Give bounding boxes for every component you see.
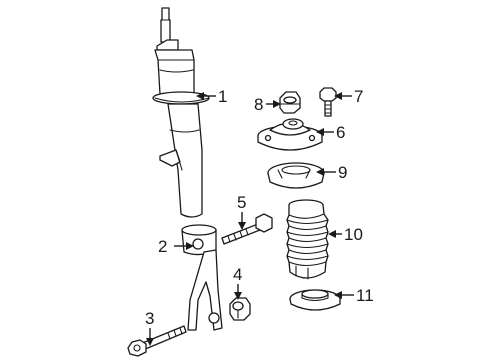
callout-10: 10	[344, 225, 363, 244]
callout-3: 3	[145, 309, 154, 328]
upper-mount[interactable]	[257, 118, 323, 151]
lower-bolt[interactable]	[127, 325, 187, 357]
upper-bolt[interactable]	[221, 213, 273, 245]
callout-labels: 1 2 3 4 5 6 7 8 9 10 11	[145, 87, 374, 328]
lower-nut[interactable]	[229, 297, 251, 321]
callout-8: 8	[254, 95, 263, 114]
spring-insulator[interactable]	[267, 162, 325, 189]
callout-6: 6	[336, 123, 345, 142]
callout-leaders	[146, 92, 354, 346]
callout-4: 4	[233, 265, 242, 284]
callout-11: 11	[356, 286, 374, 305]
callout-1: 1	[218, 87, 227, 106]
mount-nut[interactable]	[279, 91, 301, 114]
callout-2: 2	[158, 237, 167, 256]
lower-insulator[interactable]	[289, 289, 341, 311]
mount-bolt[interactable]	[319, 87, 337, 117]
callout-7: 7	[354, 87, 363, 106]
strut-assembly[interactable]	[152, 7, 210, 218]
callout-9: 9	[338, 163, 347, 182]
dust-boot[interactable]	[286, 199, 329, 280]
callout-5: 5	[237, 193, 246, 212]
strut-fork[interactable]	[181, 224, 223, 331]
